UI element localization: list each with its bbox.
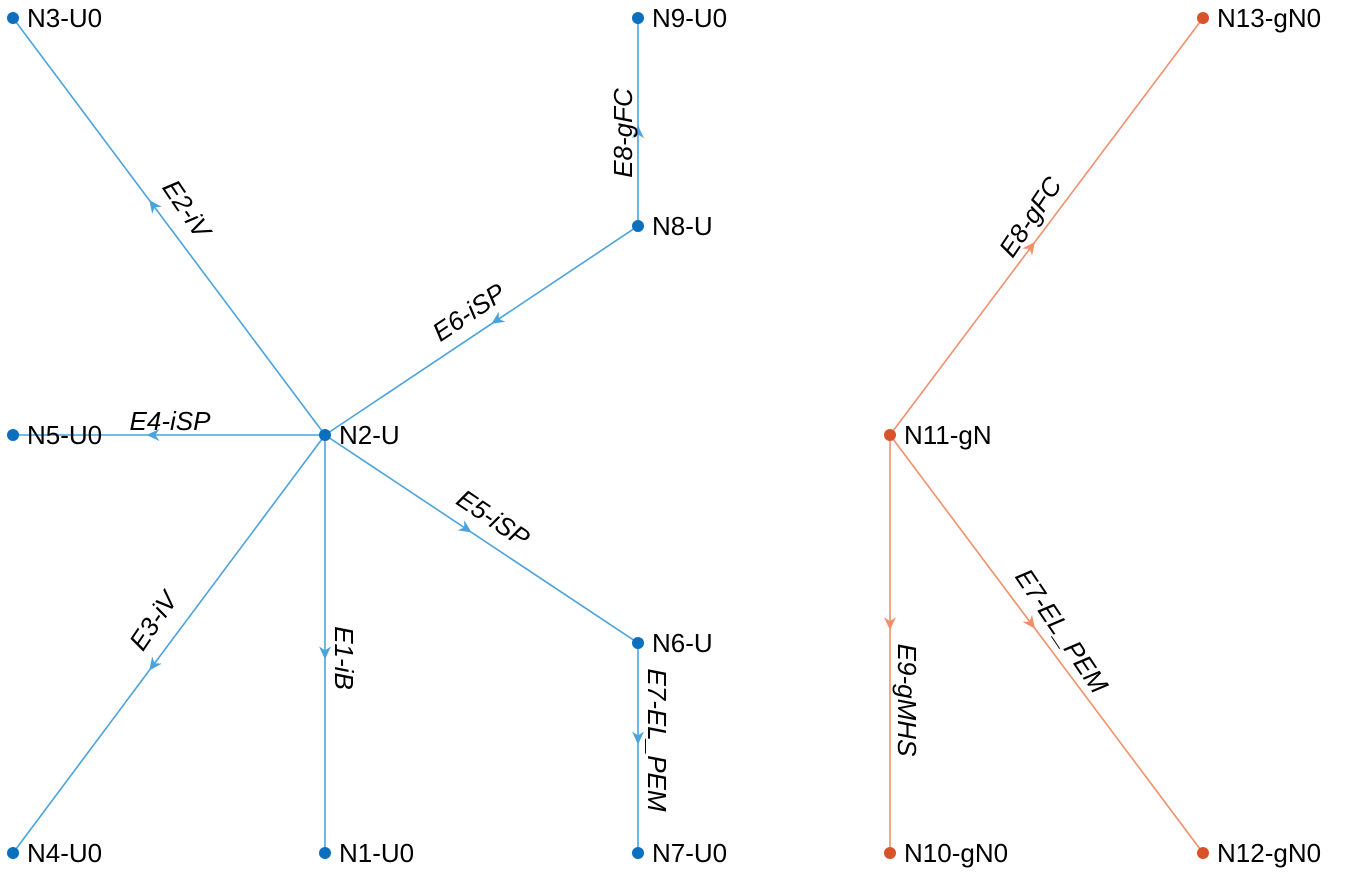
node-n2[interactable] (319, 429, 331, 441)
node-n12[interactable] (1197, 847, 1209, 859)
node-n5[interactable] (7, 429, 19, 441)
node-n9[interactable] (632, 12, 644, 24)
arrows-layer (146, 125, 1036, 745)
nodes-layer (7, 12, 1209, 859)
edge-label-n2-n4: E3-iV (123, 584, 185, 656)
node-label-n8: N8-U (652, 211, 713, 241)
edge-n2-n3 (12, 17, 326, 436)
node-n6[interactable] (632, 637, 644, 649)
node-label-n1: N1-U0 (339, 838, 414, 868)
edges-layer (12, 17, 1204, 854)
edge-label-n11-n12: E7-EL_PEM (1009, 563, 1114, 699)
node-label-n9: N9-U0 (652, 3, 727, 33)
node-n11[interactable] (884, 429, 896, 441)
node-n7[interactable] (632, 847, 644, 859)
arrow-n11-n13 (1022, 241, 1036, 256)
edge-label-n11-n10: E9-gMHS (892, 644, 922, 757)
arrow-n8-n2 (491, 311, 506, 324)
arrow-n2-n1 (319, 646, 331, 660)
edge-n11-n13 (889, 17, 1204, 436)
node-label-n2: N2-U (339, 420, 400, 450)
arrow-n2-n3 (149, 200, 162, 215)
arrow-n11-n12 (1022, 614, 1036, 629)
edge-label-n8-n9: E8-gFC (608, 88, 638, 178)
node-n10[interactable] (884, 847, 896, 859)
arrow-n8-n9 (632, 125, 644, 139)
edge-label-n2-n5: E4-iSP (130, 406, 212, 436)
arrow-n6-n7 (632, 731, 644, 745)
arrow-n2-n4 (149, 656, 162, 671)
edge-label-n6-n7: E7-EL_PEM (642, 668, 672, 811)
edge-n8-n2 (324, 225, 639, 436)
edge-label-n2-n6: E5-iSP (451, 483, 535, 553)
edge-n11-n12 (889, 434, 1204, 854)
node-label-n13: N13-gN0 (1217, 3, 1321, 33)
node-n8[interactable] (632, 220, 644, 232)
node-n1[interactable] (319, 847, 331, 859)
arrow-n11-n10 (884, 617, 896, 631)
node-label-n12: N12-gN0 (1217, 838, 1321, 868)
node-label-n11: N11-gN (904, 420, 992, 450)
edge-n2-n6 (324, 434, 639, 644)
arrow-n2-n5 (146, 429, 160, 441)
node-n13[interactable] (1197, 12, 1209, 24)
node-label-n10: N10-gN0 (904, 838, 1008, 868)
node-label-n3: N3-U0 (27, 3, 102, 33)
node-label-n4: N4-U0 (27, 838, 102, 868)
node-label-n6: N6-U (652, 628, 713, 658)
node-n4[interactable] (7, 847, 19, 859)
edge-label-n2-n3: E2-iV (157, 174, 219, 246)
node-n3[interactable] (7, 12, 19, 24)
arrow-n2-n6 (457, 520, 472, 533)
node-label-n5: N5-U0 (27, 420, 102, 450)
edge-label-n2-n1: E1-iB (329, 626, 359, 690)
edge-n2-n4 (12, 434, 326, 854)
node-label-n7: N7-U0 (652, 838, 727, 868)
